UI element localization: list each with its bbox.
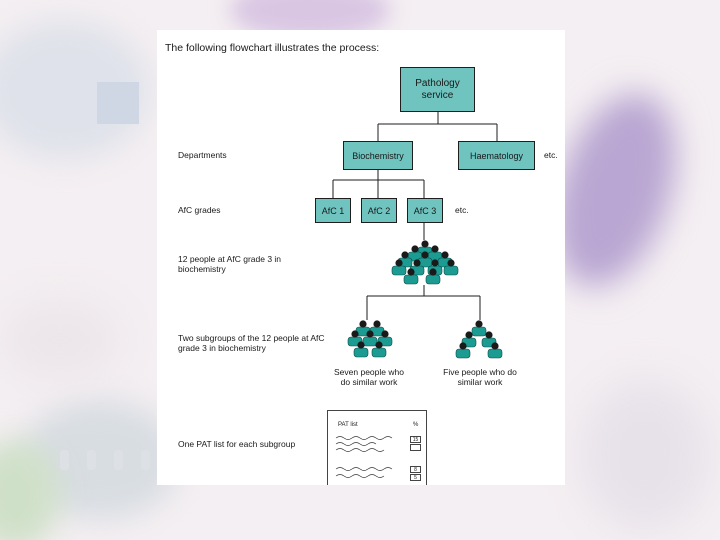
departments-etc: etc. [544,150,558,160]
node-afc3: AfC 3 [407,198,443,223]
subgroup-five-label: Five people who do similar work [443,367,517,388]
node-haematology: Haematology [458,141,535,170]
person-group-icon [391,240,459,285]
person-figure [455,342,471,359]
pat-list-sheet-icon: PAT list % 15 8 5 [327,410,427,485]
pat-cell: 8 [410,466,421,473]
person-figure [371,341,387,358]
pat-list-pct-header: % [413,422,419,428]
label-two-subgroups: Two subgroups of the 12 people at AfC gr… [178,333,325,354]
background-blur [0,300,120,380]
pat-list-title: PAT list [338,422,358,428]
person-group-icon [455,320,503,359]
intro-text: The following flowchart illustrates the … [165,42,380,54]
pat-cell: 5 [410,474,421,481]
background-blur [580,380,710,530]
node-biochemistry: Biochemistry [343,141,413,170]
background-square [97,82,139,124]
node-afc1: AfC 1 [315,198,351,223]
person-figure [353,341,369,358]
pat-list-scribbles [335,436,393,478]
label-pat-list: One PAT list for each subgroup [178,439,296,449]
person-figure [362,330,378,347]
pat-cell: 15 [410,436,421,443]
label-departments: Departments [178,150,227,160]
person-figure [391,259,407,276]
person-figure [471,320,487,337]
subgroup-seven-label: Seven people who do similar work [334,367,404,388]
person-figure [443,259,459,276]
node-afc2: AfC 2 [361,198,397,223]
person-figure [487,342,503,359]
person-figure [425,268,441,285]
grades-etc: etc. [455,205,469,215]
label-afc-grades: AfC grades [178,205,221,215]
node-pathology-service: Pathology service [400,67,475,112]
pat-cell [410,444,421,451]
flowchart-panel: The following flowchart illustrates the … [157,30,565,485]
person-group-icon [347,320,393,358]
connector-lines [332,112,498,320]
person-figure [403,268,419,285]
label-twelve-people: 12 people at AfC grade 3 in biochemistry [178,254,282,275]
